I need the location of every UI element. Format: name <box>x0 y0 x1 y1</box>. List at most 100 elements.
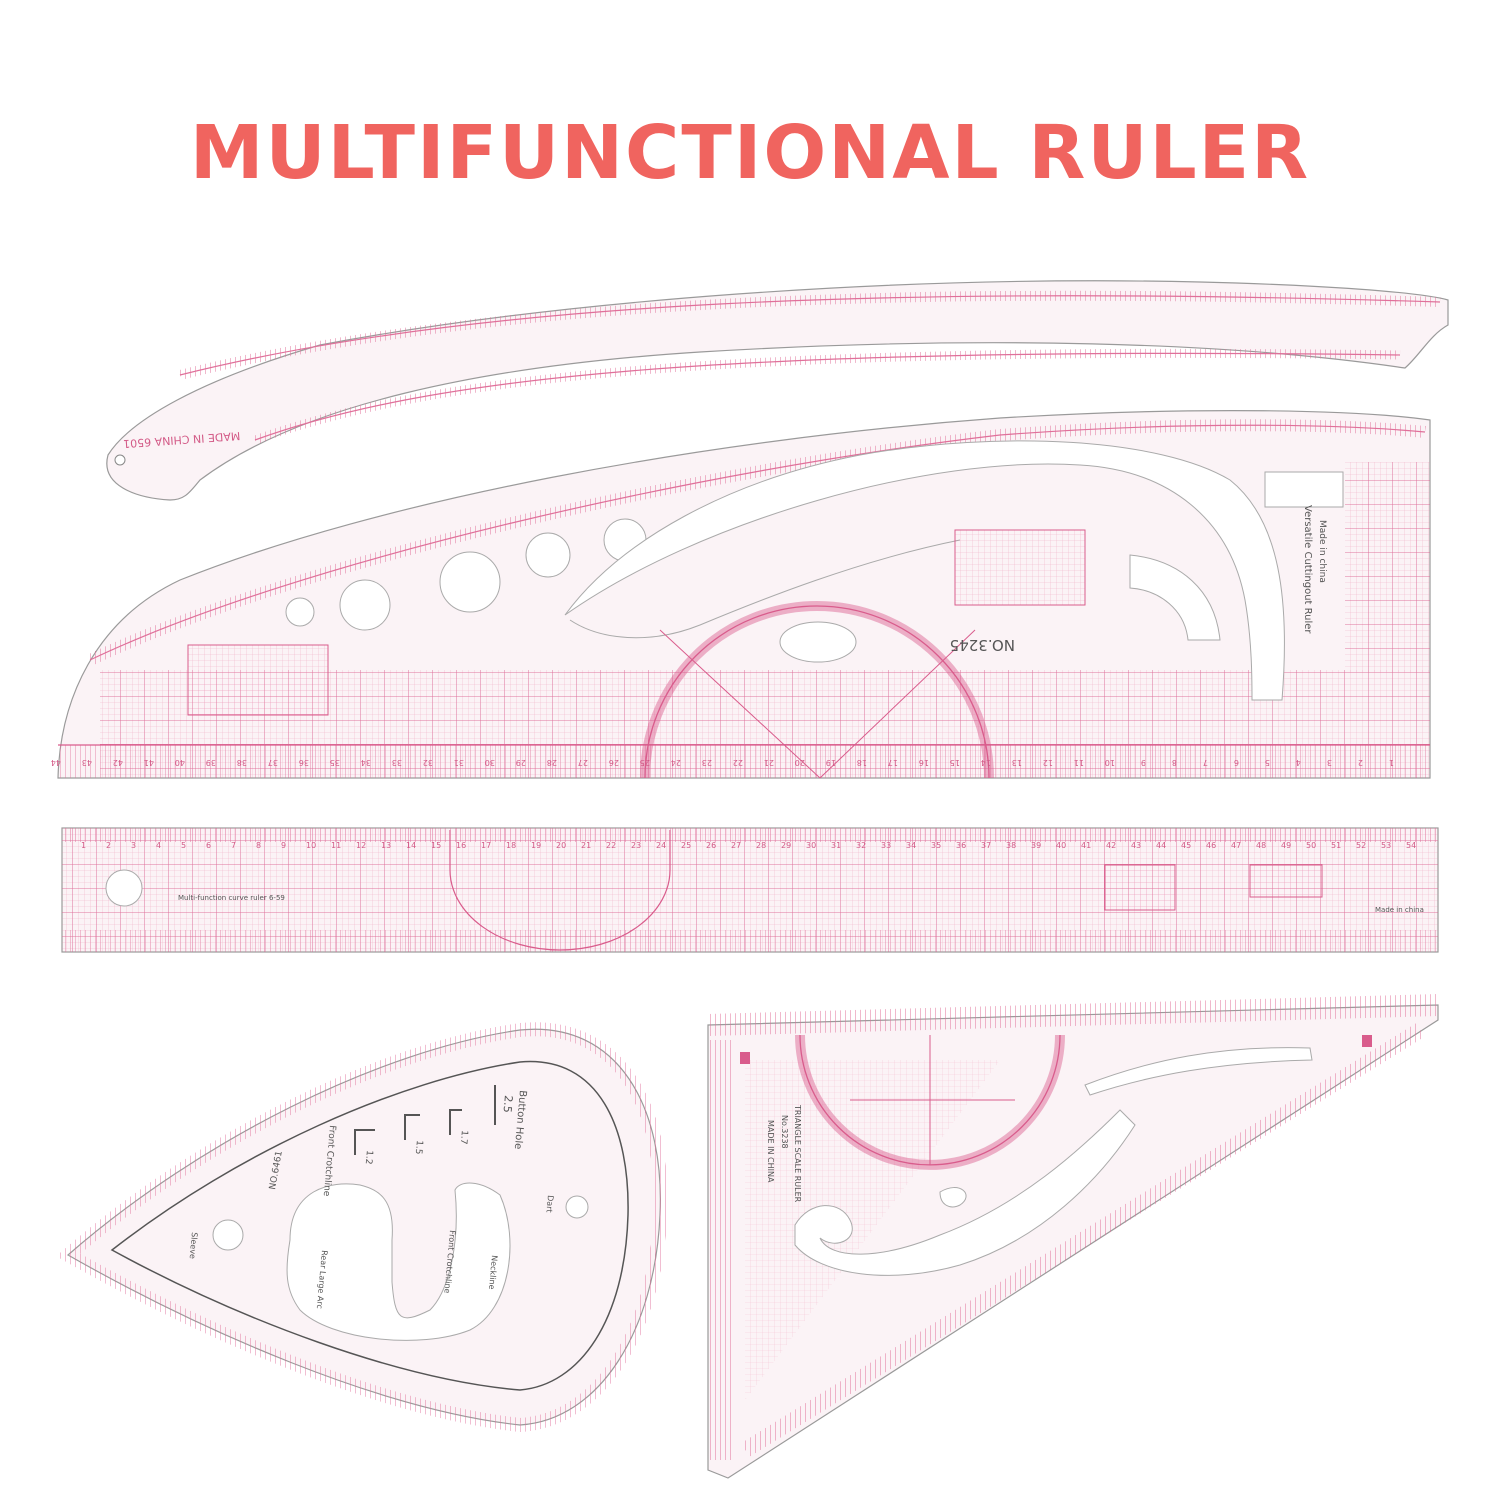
scale-number: 32 <box>423 758 433 767</box>
scale-number: 15 <box>431 841 441 850</box>
scale-number: 5 <box>181 841 186 850</box>
scale-number: 24 <box>656 841 666 850</box>
scale-number: 17 <box>481 841 491 850</box>
cutting-ruler-slot <box>1264 471 1344 508</box>
scale-number: 9 <box>1141 758 1146 767</box>
scale-number: 33 <box>392 758 402 767</box>
scale-number: 21 <box>581 841 591 850</box>
scale-number: 24 <box>671 758 681 767</box>
straight-ruler: Multi-function curve ruler 6-59 Made in … <box>61 827 1439 953</box>
scale-number: 22 <box>606 841 616 850</box>
scale-number: 32 <box>856 841 866 850</box>
scale-number: 3 <box>1327 758 1332 767</box>
scale-number: 42 <box>113 758 123 767</box>
scale-number: 30 <box>806 841 816 850</box>
scale-number: 22 <box>733 758 743 767</box>
scale-number: 15 <box>950 758 960 767</box>
scale-number: 36 <box>956 841 966 850</box>
scale-number: 20 <box>795 758 805 767</box>
scale-number: 51 <box>1331 841 1341 850</box>
scale-number: 6 <box>1234 758 1239 767</box>
scale-number: 9 <box>281 841 286 850</box>
ruler-hole-icon <box>339 579 391 631</box>
button-hole-label: Button Hole <box>512 1090 528 1150</box>
scale-number: 8 <box>256 841 261 850</box>
triangle-curve-cutout-top <box>1084 1047 1313 1096</box>
scale-number: 12 <box>1043 758 1053 767</box>
scale-number: 10 <box>306 841 316 850</box>
scale-number: 28 <box>547 758 557 767</box>
scale-number: 7 <box>231 841 236 850</box>
straight-ruler-made-in: Made in china <box>1375 906 1424 914</box>
scale-number: 4 <box>1296 758 1301 767</box>
scale-number: 44 <box>51 758 61 767</box>
scale-number: 10 <box>1105 758 1115 767</box>
scale-number: 23 <box>702 758 712 767</box>
scale-number: 35 <box>931 841 941 850</box>
triangle-curve-cutout <box>794 1109 1136 1276</box>
cutting-ruler-curve-cutout <box>564 440 1285 701</box>
scale-number: 42 <box>1106 841 1116 850</box>
scale-number: 31 <box>454 758 464 767</box>
scale-number: 40 <box>175 758 185 767</box>
scale-number: 43 <box>1131 841 1141 850</box>
scale-number: 13 <box>1012 758 1022 767</box>
scale-number: 35 <box>330 758 340 767</box>
scale-number: 20 <box>556 841 566 850</box>
headline: MULTIFUNCTIONAL RULER <box>189 110 1311 196</box>
scale-number: 2 <box>1358 758 1363 767</box>
hole-size-3: 1.7 <box>458 1130 469 1145</box>
scale-number: 6 <box>206 841 211 850</box>
ruler-hole-icon <box>525 532 571 578</box>
scale-number: 29 <box>516 758 526 767</box>
ruler-hole-icon <box>105 869 143 907</box>
scale-number: 11 <box>331 841 341 850</box>
cutting-ruler-made-in: Made in china <box>1317 520 1327 583</box>
triangle-ruler-name: TRIANGLE SCALE RULER <box>793 1104 802 1203</box>
scale-number: 3 <box>131 841 136 850</box>
button-hole-marks <box>354 1085 496 1155</box>
scale-number: 30 <box>485 758 495 767</box>
triangle-ruler-model: No.3238 <box>780 1115 789 1149</box>
straight-ruler-chart-right <box>1249 864 1323 898</box>
protractor-window <box>779 621 857 663</box>
scale-number: 34 <box>361 758 371 767</box>
scale-number: 33 <box>881 841 891 850</box>
scale-number: 28 <box>756 841 766 850</box>
dart-label: Dart <box>544 1195 554 1213</box>
scale-number: 29 <box>781 841 791 850</box>
scale-number: 13 <box>381 841 391 850</box>
scale-number: 40 <box>1056 841 1066 850</box>
scale-number: 19 <box>531 841 541 850</box>
cutting-ruler-side-grid <box>1345 462 1430 672</box>
scale-number: 27 <box>578 758 588 767</box>
scale-number: 19 <box>826 758 836 767</box>
scale-number: 23 <box>631 841 641 850</box>
scale-number: 39 <box>206 758 216 767</box>
scale-number: 2 <box>106 841 111 850</box>
scale-number: 38 <box>1006 841 1016 850</box>
ruler-hole-icon <box>565 1195 589 1219</box>
scale-number: 41 <box>144 758 154 767</box>
scale-number: 36 <box>299 758 309 767</box>
cutting-ruler-model: NO.3245 <box>950 636 1015 654</box>
straight-ruler-name: Multi-function curve ruler 6-59 <box>178 894 285 902</box>
neckline-label: Neckline <box>487 1255 499 1290</box>
scale-number: 34 <box>906 841 916 850</box>
triangle-ruler: TRIANGLE SCALE RULER No.3238 MADE IN CHI… <box>706 994 1439 1479</box>
scale-number: 43 <box>82 758 92 767</box>
scale-number: 26 <box>609 758 619 767</box>
ruler-hole-icon <box>114 454 126 466</box>
scale-number: 52 <box>1356 841 1366 850</box>
scale-number: 18 <box>506 841 516 850</box>
straight-ruler-chart-left <box>1104 864 1176 911</box>
scale-number: 46 <box>1206 841 1216 850</box>
scale-number: 4 <box>156 841 161 850</box>
triangle-ruler-made-in: MADE IN CHINA <box>766 1120 775 1183</box>
scale-number: 47 <box>1231 841 1241 850</box>
ruler-hole-icon <box>285 597 315 627</box>
scale-number: 11 <box>1074 758 1084 767</box>
cutting-ruler-name: Versatile Cuttingout Ruler <box>1302 505 1313 634</box>
